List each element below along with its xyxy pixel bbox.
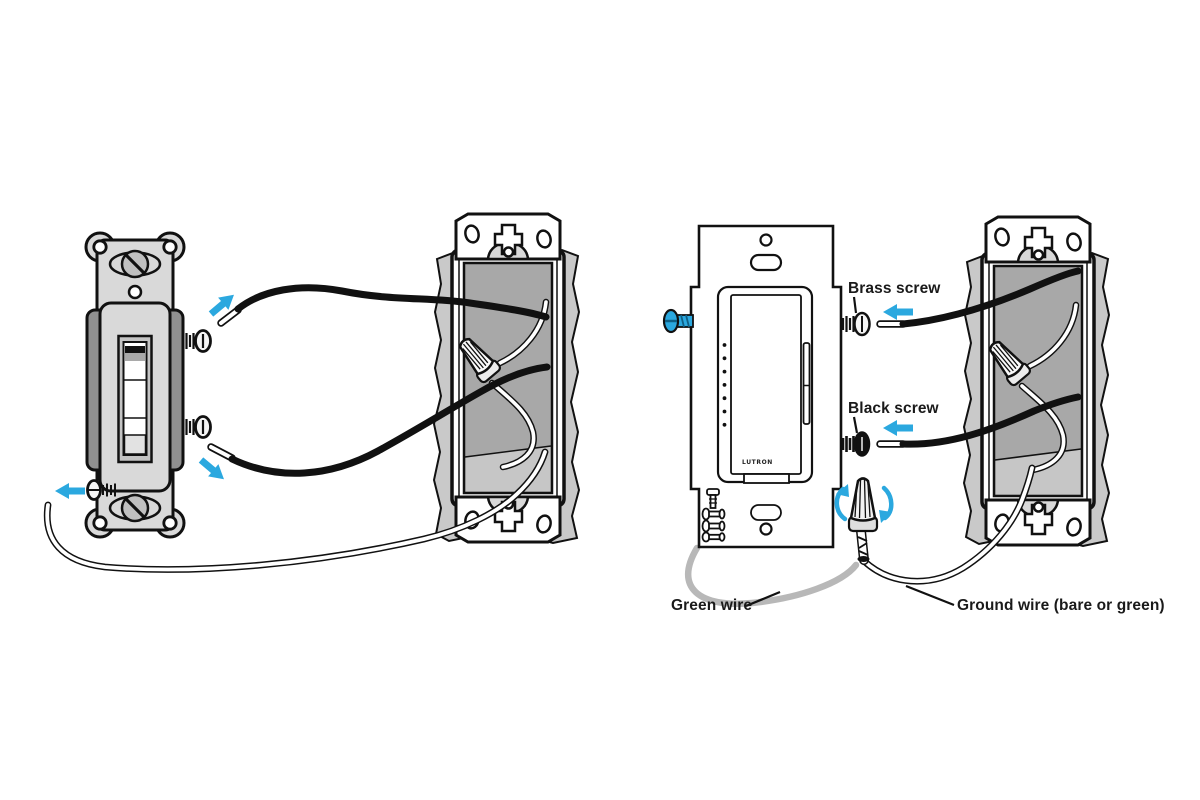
pull-arrow-icon [883,420,913,436]
terminal-screw-bottom [181,415,212,439]
blue-ground-screw [662,308,694,334]
twist-arrow-icon [834,484,894,523]
switch-toggle [117,334,153,464]
mounting-screw-bottom [108,493,162,523]
toggle-switch [84,231,212,539]
wire-nut-twist [834,477,894,565]
dimmer [662,224,871,549]
dimmer-paddle [730,294,802,475]
dimmer-slider [802,342,811,425]
dimmer-brand-text: LUTRON [742,459,773,466]
dimmer-bottom-tab [743,473,790,484]
black-wires-right [876,267,1082,448]
pull-arrow-icon [883,304,913,320]
dimmer-terminal-screws [701,488,726,543]
electrical-box-right [964,217,1109,546]
wire-nut-icon [847,477,879,533]
black-screw-icon [841,431,871,457]
bare-ground-wire-left [43,448,549,573]
leader-lines [745,296,955,608]
black-wires-left [207,284,551,477]
bare-ground-wire-right [860,464,1036,585]
pull-arrow-icon [195,453,230,486]
dimmer-led-indicators [722,343,727,427]
label-ground-wire: Ground wire (bare or green) [957,597,1165,614]
label-brass-screw: Brass screw [848,280,941,297]
label-black-screw: Black screw [848,400,939,417]
pull-arrow-icon [55,483,85,499]
ground-screw [86,479,116,501]
label-green-wire: Green wire [671,597,753,614]
brass-screw-icon [841,311,871,337]
mounting-screw-top [108,249,162,279]
terminal-screw-top [181,329,212,353]
